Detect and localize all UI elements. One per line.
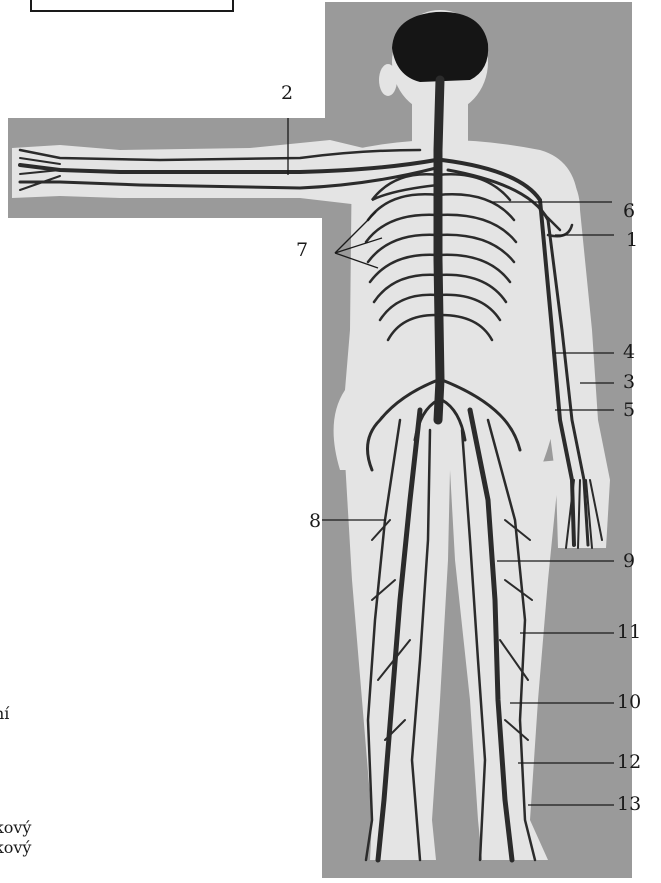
label-3: 3 bbox=[623, 373, 635, 392]
label-11: 11 bbox=[617, 623, 641, 642]
label-6: 6 bbox=[623, 202, 635, 221]
left-text-fragment: kový bbox=[0, 820, 31, 836]
label-7: 7 bbox=[296, 241, 308, 260]
label-8: 8 bbox=[309, 512, 321, 531]
left-text-fragment: kový bbox=[0, 840, 31, 856]
label-1: 1 bbox=[626, 231, 638, 250]
label-2: 2 bbox=[281, 84, 293, 103]
label-12: 12 bbox=[617, 753, 641, 772]
label-5: 5 bbox=[623, 401, 635, 420]
label-13: 13 bbox=[617, 795, 641, 814]
label-10: 10 bbox=[617, 693, 641, 712]
brain bbox=[392, 12, 488, 82]
label-4: 4 bbox=[623, 343, 635, 362]
left-text-fragment: ní bbox=[0, 706, 9, 722]
label-9: 9 bbox=[623, 552, 635, 571]
